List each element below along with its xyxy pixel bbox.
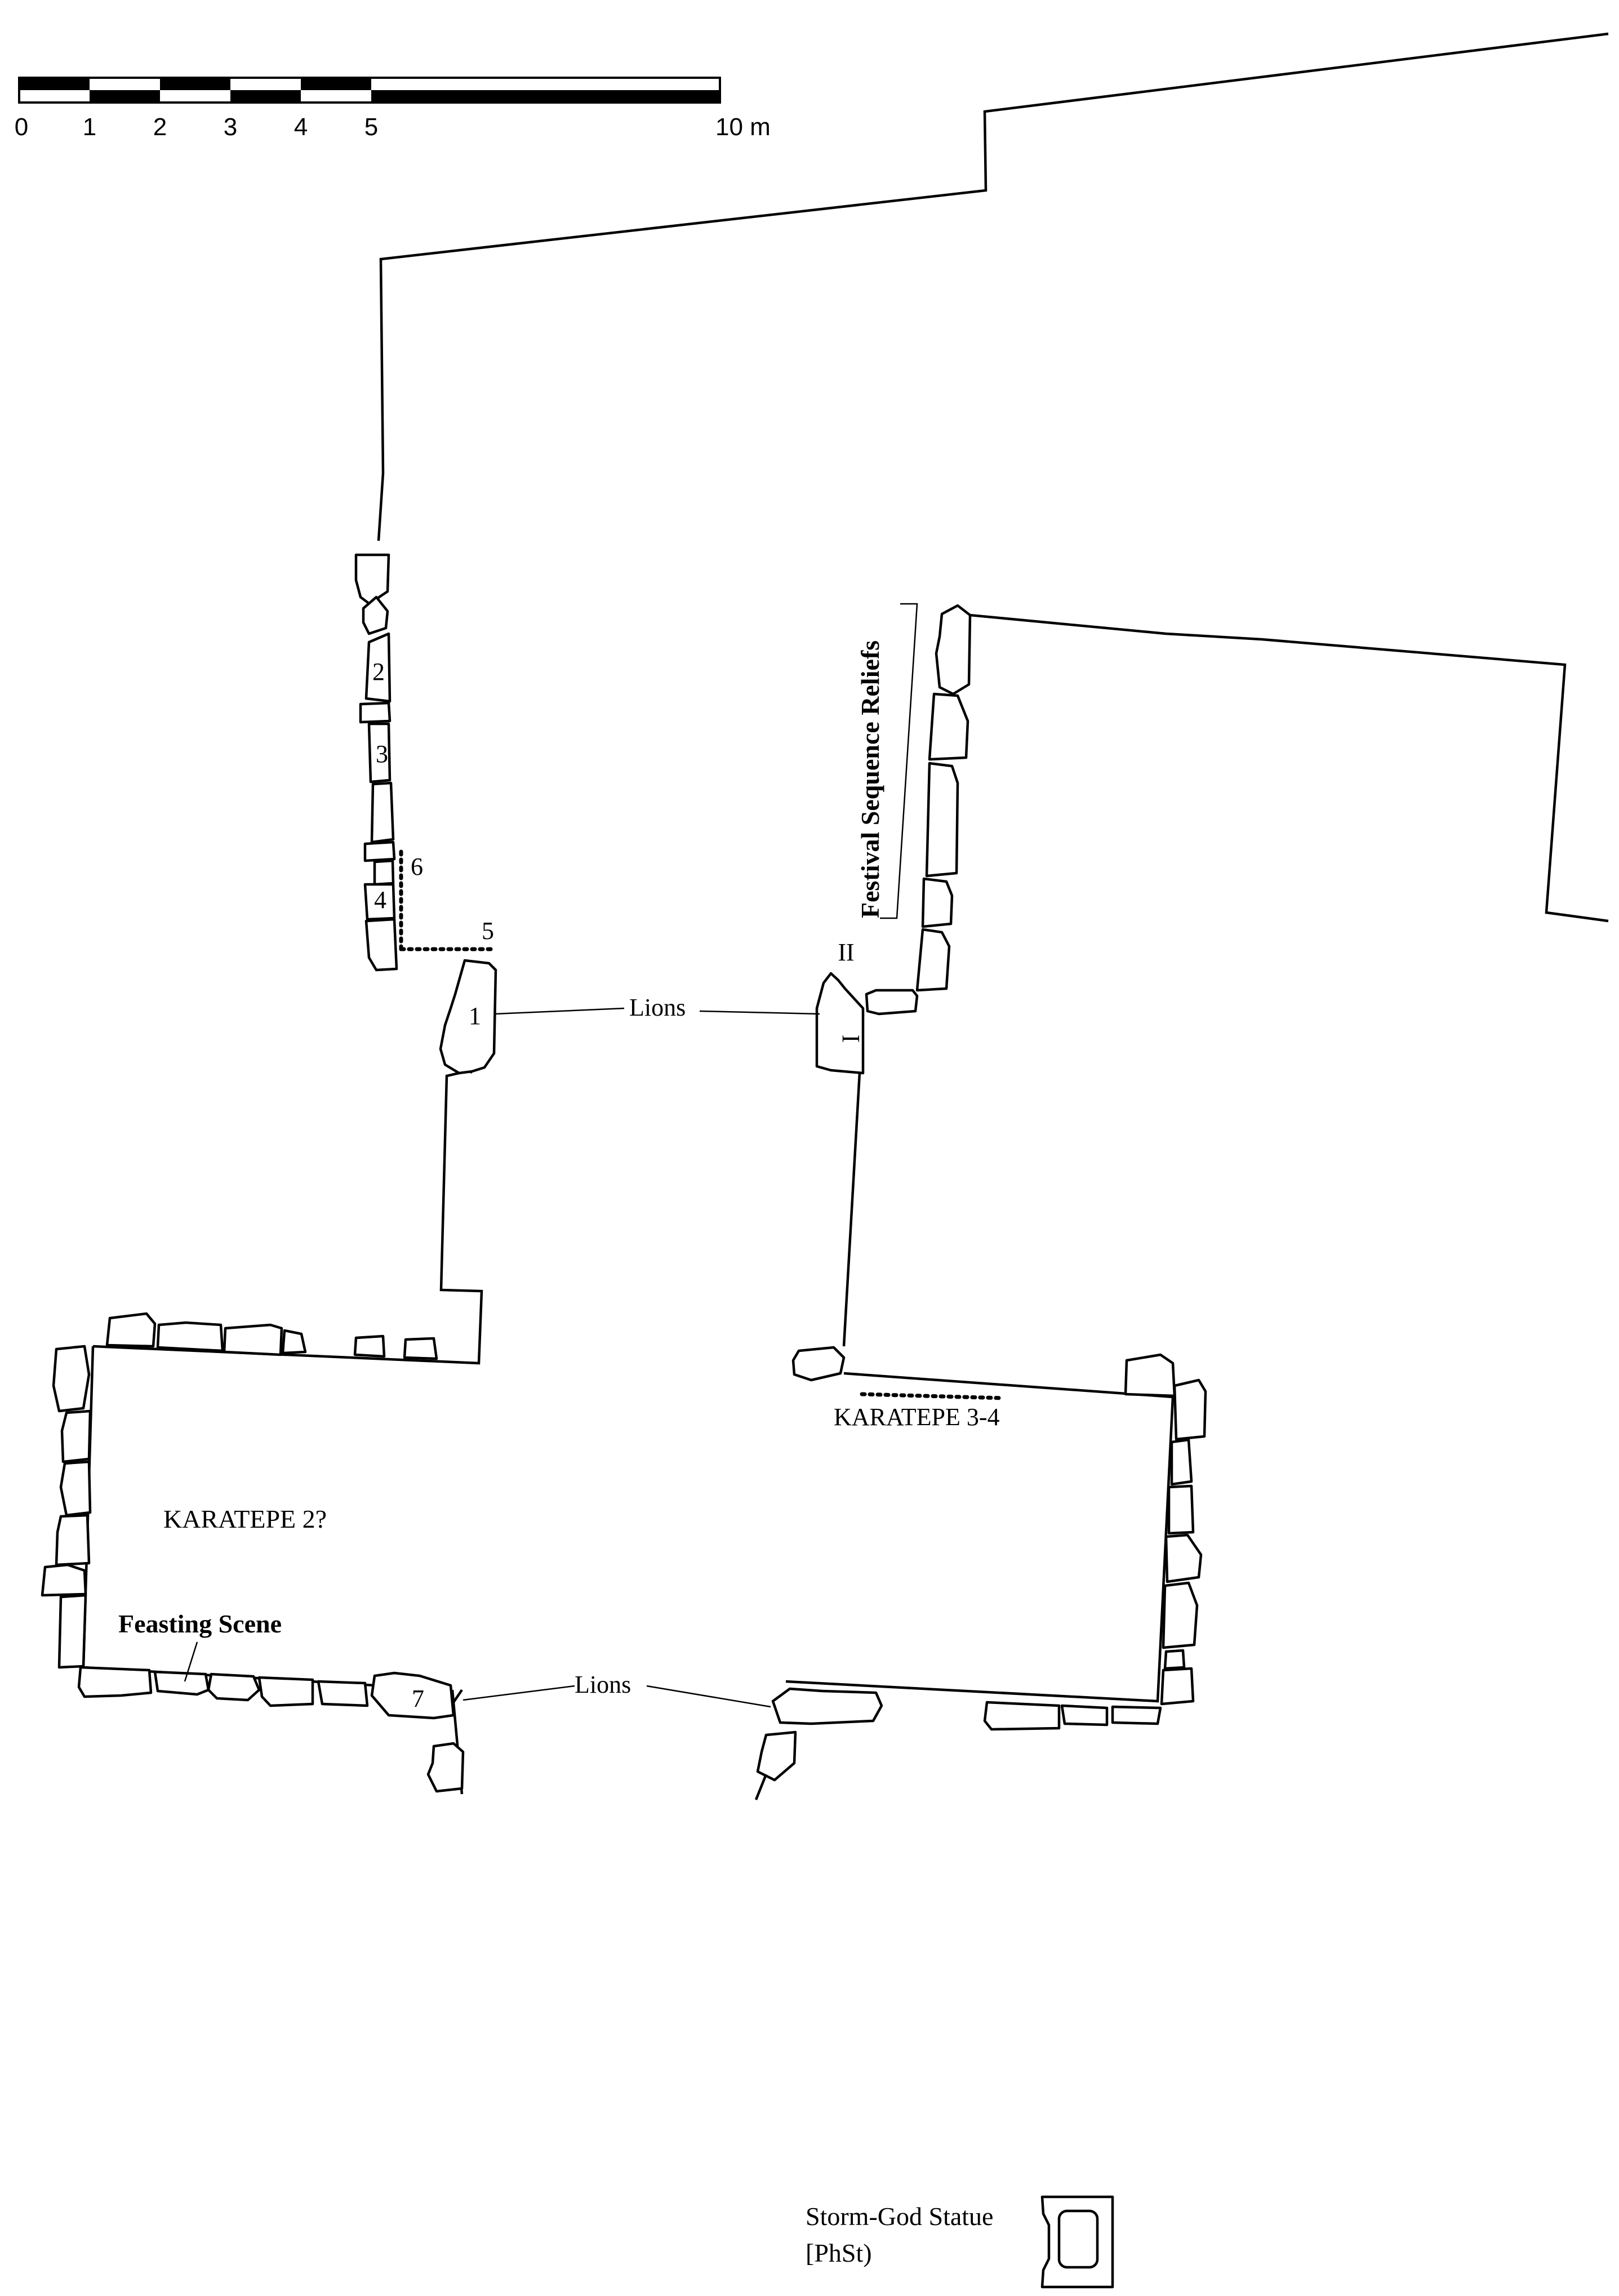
scale-tick-0: 0 [15,113,28,141]
lions-label-upper: Lions [629,994,686,1021]
scale-tick-5: 5 [364,113,378,141]
east-chamber-blocks [771,1346,1207,1731]
gate-label-ii: II [838,938,854,966]
northeast-tower-wall [969,613,1609,923]
karatepe-34-label: KARATEPE 3-4 [834,1403,1000,1431]
east-spur-block [756,1730,797,1782]
number-2: 2 [372,658,385,686]
scale-tick-4: 4 [294,113,308,141]
scale-tick-1: 1 [83,113,96,141]
festival-bracket [880,603,918,919]
karatepe-2-label: KARATEPE 2? [163,1505,327,1533]
feasting-scene-label: Feasting Scene [118,1609,282,1638]
northwest-fortification-wall [377,32,1609,541]
legend-line-2: [PhSt) [806,2239,872,2267]
leader-lions-lower-east [646,1685,771,1708]
legend: Storm-God Statue [PhSt) [806,2195,1114,2289]
scale-tick-2: 2 [153,113,167,141]
number-1: 1 [469,1002,481,1030]
orthostat-label-i: I [837,1035,865,1043]
west-chamber-left-blocks [41,1345,92,1669]
east-orthostat-column [865,604,972,1016]
lion-block-i [815,972,865,1075]
number-6: 6 [411,853,423,880]
dotted-line-karatepe-34 [860,1392,1005,1400]
number-4: 4 [374,886,386,914]
lion-block-1 [439,959,497,1075]
festival-sequence-label: Festival Sequence Reliefs [856,640,884,918]
legend-line-1: Storm-God Statue [806,2202,993,2231]
west-chamber-bottom-blocks [77,1666,455,1720]
leader-lions-upper-east [699,1010,820,1015]
west-orthostat-column [354,553,398,972]
lions-label-lower: Lions [575,1671,631,1698]
number-3: 3 [376,740,388,768]
west-chamber-top-blocks [105,1312,438,1360]
number-5: 5 [482,917,494,945]
east-spur-wall [754,1774,768,1800]
west-spur-block [426,1742,465,1793]
scale-bar: 0 1 2 3 4 5 10 m [15,77,771,141]
leader-feasting [184,1641,198,1682]
leader-lions-upper-west [494,1007,625,1015]
scale-tick-3: 3 [224,113,237,141]
scale-tick-10m: 10 m [715,113,771,141]
leader-lions-lower-west [462,1685,575,1701]
number-7: 7 [412,1685,424,1712]
